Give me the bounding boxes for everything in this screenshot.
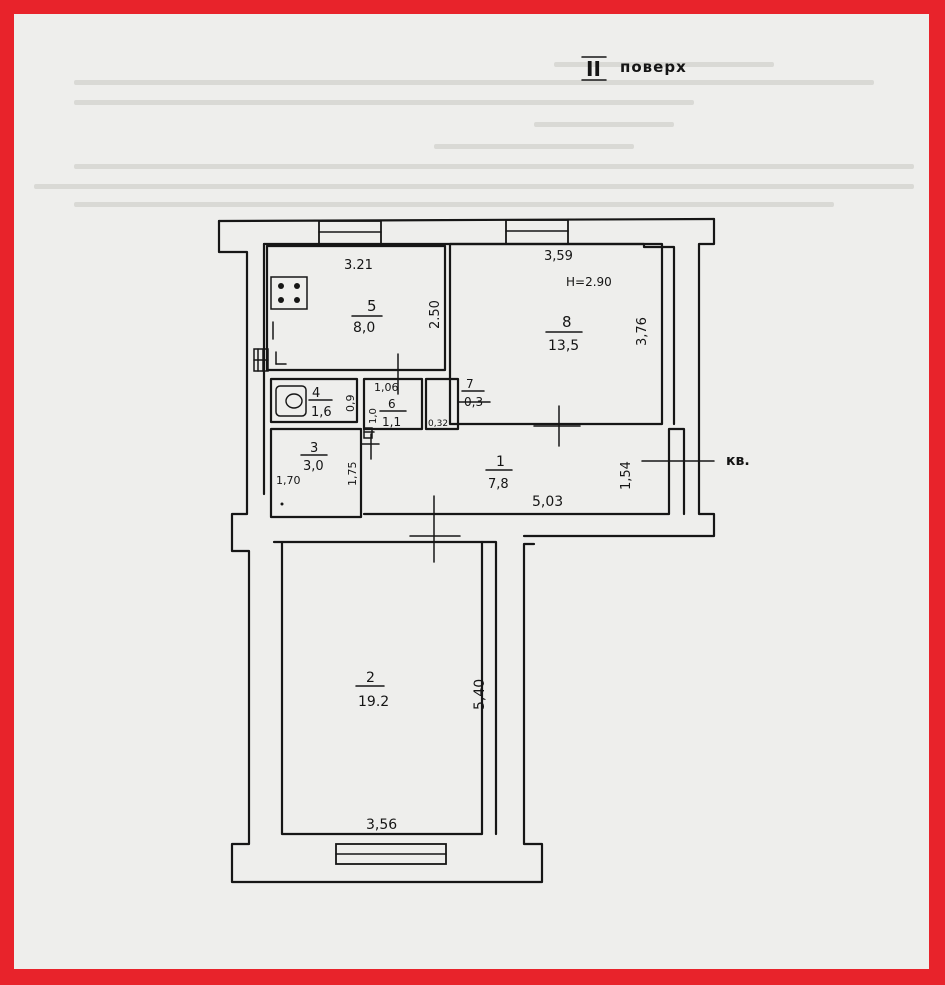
dim-room1-depth: 1,54 — [619, 461, 634, 490]
dim-room5-depth: 2.50 — [428, 300, 443, 329]
floor-numeral: II — [586, 57, 601, 81]
room-8-area: 13,5 — [548, 338, 579, 354]
room-6: 1,06 6 1,1 1,0 — [362, 377, 424, 439]
room-8: 3,59 H=2.90 8 13,5 3,76 — [448, 242, 664, 447]
floor-plan: II поверх 3. — [34, 56, 914, 884]
room-3-number: 3 — [310, 441, 318, 456]
dim-room3-depth: 1,75 — [346, 462, 359, 487]
room-2-number: 2 — [366, 670, 375, 686]
room-7: 7 0,3 0,32 — [424, 377, 491, 431]
room-1-number: 1 — [496, 454, 505, 470]
dim-room8-width: 3,59 — [544, 249, 573, 264]
apartment-label: кв. — [726, 453, 750, 469]
room-1-area: 7,8 — [488, 477, 509, 492]
dim-room4-width: 0,9 — [344, 395, 357, 413]
room-5-number: 5 — [367, 297, 377, 315]
room-3-area: 3,0 — [303, 459, 324, 474]
room-2: 2 19.2 5,40 3,56 — [355, 670, 488, 833]
dim-room6-width: 1,0 — [368, 408, 379, 424]
dim-room3-width: 1,70 — [276, 474, 301, 487]
room-6-area: 1,1 — [382, 415, 401, 429]
dim-room2-width: 3,56 — [366, 817, 397, 833]
floor-word: поверх — [620, 58, 687, 76]
room-1-hallway: 1 7,8 5,03 1,54 кв. — [409, 453, 750, 563]
background-faded-text — [34, 62, 914, 207]
paper-sheet: II поверх 3. — [14, 14, 929, 969]
dim-room1-width: 5,03 — [532, 494, 563, 510]
room-4-area: 1,6 — [311, 405, 332, 420]
dim-room2-depth: 5,40 — [472, 679, 488, 710]
dim-room4-depth: 1,06 — [374, 381, 399, 394]
dim-room8-depth: 3,76 — [635, 317, 650, 346]
room-6-number: 6 — [388, 397, 396, 411]
room-5-kitchen: 3.21 5 8,0 2.50 — [253, 244, 447, 395]
outer-walls — [217, 217, 716, 884]
room-5-area: 8,0 — [353, 320, 375, 336]
floor-header: II поверх — [581, 56, 687, 81]
room-8-number: 8 — [562, 313, 572, 331]
dim-room7-width: 0,32 — [428, 419, 448, 429]
room-3: 3 3,0 1,70 1,75 — [269, 427, 380, 519]
room-4-number: 4 — [312, 386, 320, 401]
ceiling-height: H=2.90 — [566, 275, 612, 289]
room-7-area: 0,3 — [464, 395, 483, 409]
dim-room5-width: 3.21 — [344, 258, 373, 273]
room-2-area: 19.2 — [358, 694, 389, 710]
room-4-bathroom: 4 1,6 0,9 — [269, 377, 359, 424]
room-7-number: 7 — [466, 377, 474, 391]
